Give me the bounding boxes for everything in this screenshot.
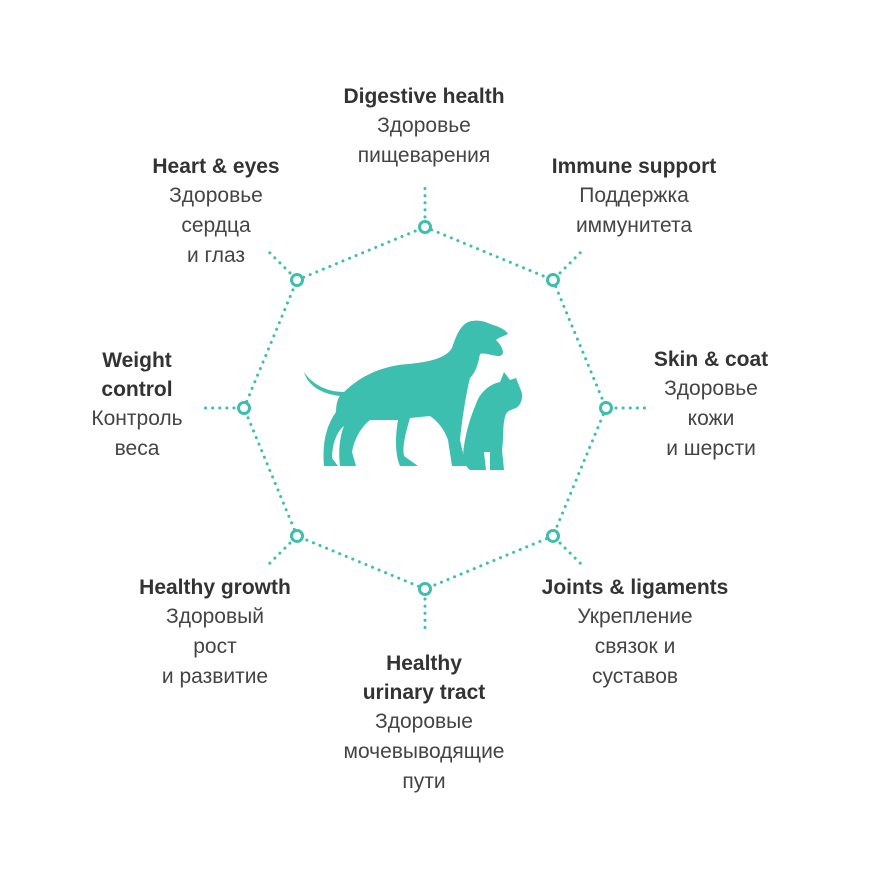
label-en-immune: Immune support — [551, 155, 717, 178]
node-circles — [237, 220, 613, 596]
node-circle-joints — [545, 528, 560, 543]
label-ru-joints: Укрепление связок и суставов — [577, 605, 693, 688]
dog-and-cat-icon — [304, 320, 523, 470]
label-en-weight: Weight control — [101, 349, 173, 401]
dotted-spokes — [198, 181, 652, 635]
label-ru-growth: Здоровый рост и развитие — [161, 605, 269, 688]
label-ru-weight: Контроль веса — [91, 407, 183, 460]
node-circle-growth — [290, 528, 305, 543]
node-circle-heart — [290, 273, 305, 288]
spoke — [264, 541, 292, 569]
label-ru-skin: Здоровье кожи и шерсти — [664, 377, 758, 460]
label-en-heart: Heart & eyes — [152, 155, 280, 178]
cat-silhouette — [463, 372, 523, 470]
node-circle-digestive — [418, 220, 432, 234]
label-ru-immune: Поддержка иммунитета — [575, 184, 693, 237]
label-ru-heart: Здоровье сердца и глаз — [169, 184, 263, 267]
node-circle-skin — [599, 401, 613, 415]
label-en-digestive: Digestive health — [343, 85, 505, 108]
node-circle-urinary — [418, 582, 432, 596]
label-en-skin: Skin & coat — [653, 348, 769, 371]
node-circle-immune — [545, 273, 560, 288]
spoke — [558, 247, 586, 275]
label-en-growth: Healthy growth — [139, 576, 291, 599]
label-en-urinary: Healthy urinary tract — [362, 652, 486, 704]
dog-silhouette — [304, 320, 508, 466]
spoke — [264, 247, 292, 275]
spoke — [558, 541, 586, 569]
node-circle-weight — [237, 401, 251, 415]
label-ru-digestive: Здоровье пищеварения — [357, 114, 491, 167]
label-ru-urinary: Здоровые мочевыводящие пути — [343, 710, 505, 793]
label-en-joints: Joints & ligaments — [541, 576, 729, 599]
